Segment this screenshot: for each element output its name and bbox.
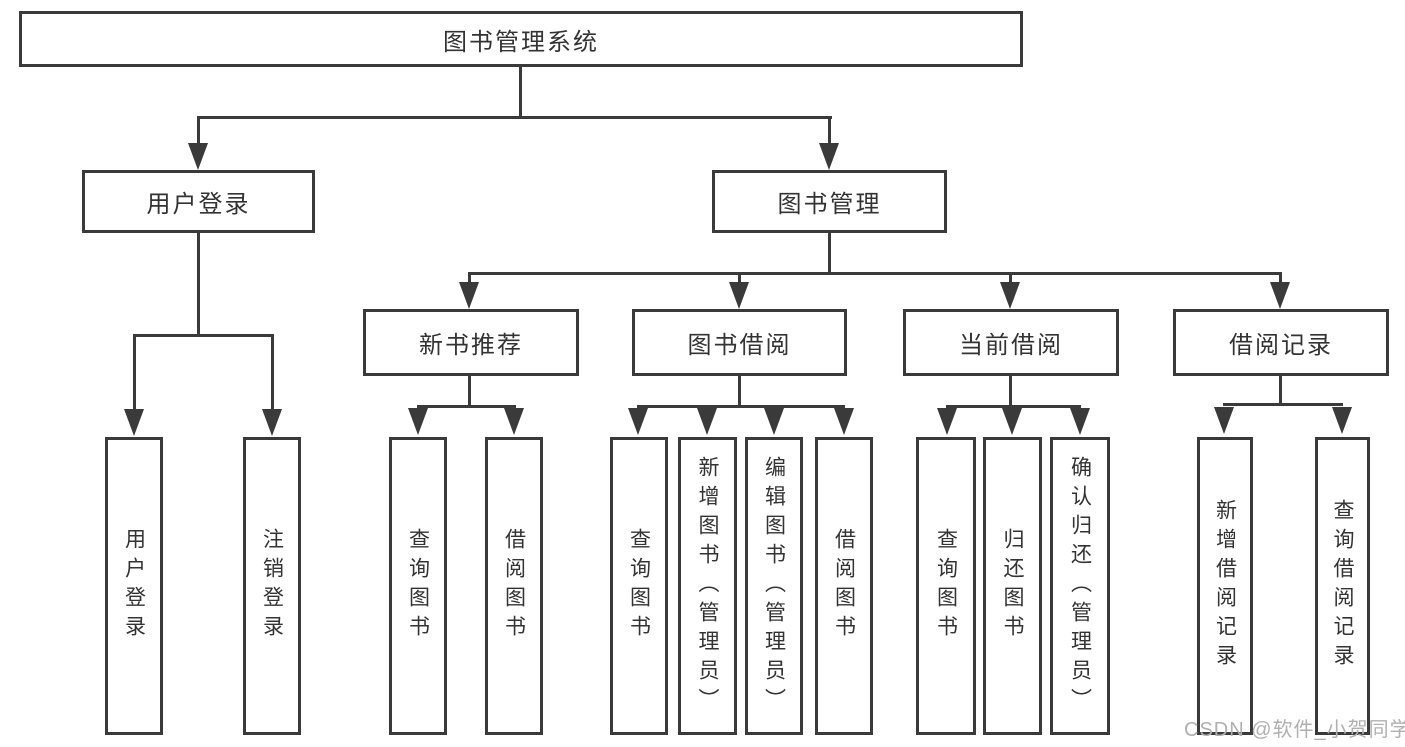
connector-user-login-bar [133, 334, 274, 337]
node-book-borrow: 图书借阅 [632, 309, 847, 376]
node-new-book-label: 新书推荐 [419, 332, 523, 359]
connector-borrow-record-bar [1223, 403, 1343, 406]
leaf-currentborrow-query: 查询图书 [916, 437, 976, 735]
arrowhead-current-borrow [1000, 282, 1020, 309]
arrowhead-bb-edit [764, 408, 784, 435]
leaf-bookborrow-borrow: 借阅图书 [815, 437, 873, 735]
arrowhead-leaf-login [124, 409, 144, 436]
arrowhead-cb-return [1002, 408, 1022, 435]
leaf-newbook-borrow-label: 借阅图书 [502, 528, 526, 644]
leaf-bookborrow-add: 新增图书（管理员） [678, 437, 737, 735]
leaf-record-add-label: 新增借阅记录 [1213, 499, 1237, 673]
arrowhead-br-query [1332, 407, 1352, 434]
connector-drop-current-borrow [1009, 274, 1012, 284]
connector-root-stem [519, 67, 522, 117]
leaf-currentborrow-return-label: 归还图书 [1001, 528, 1024, 644]
connector-book-mgmt-bar [468, 272, 1282, 275]
arrowhead-nb-query [408, 408, 428, 435]
leaf-bookborrow-edit: 编辑图书（管理员） [745, 437, 803, 735]
node-book-mgmt-label: 图书管理 [777, 191, 882, 218]
leaf-currentborrow-confirm: 确认归还（管理员） [1050, 437, 1110, 735]
node-borrow-record-label: 借阅记录 [1229, 332, 1333, 359]
leaf-bookborrow-query: 查询图书 [610, 437, 668, 735]
connector-book-borrow-bar [637, 405, 845, 408]
node-book-borrow-label: 图书借阅 [687, 332, 792, 359]
leaf-user-login: 用户登录 [105, 437, 163, 735]
connector-drop-leaf-login [133, 336, 136, 410]
node-root-label: 图书管理系统 [443, 28, 599, 56]
leaf-newbook-borrow: 借阅图书 [485, 437, 543, 735]
connector-root-bar [197, 116, 832, 119]
connector-drop-borrow-record [1279, 274, 1282, 284]
leaf-logout-label: 注销登录 [260, 528, 284, 644]
arrowhead-borrow-record [1270, 282, 1290, 309]
arrowhead-bb-query [628, 408, 648, 435]
node-user-login-label: 用户登录 [146, 191, 251, 218]
leaf-currentborrow-return: 归还图书 [983, 437, 1042, 735]
csdn-watermark: CSDN @软件_小贺同学 [1184, 719, 1405, 741]
node-user-login: 用户登录 [82, 170, 315, 233]
arrowhead-nb-borrow [504, 408, 524, 435]
leaf-currentborrow-confirm-label: 确认归还（管理员） [1068, 455, 1092, 717]
arrowhead-br-add [1214, 407, 1234, 434]
leaf-bookborrow-edit-label: 编辑图书（管理员） [762, 455, 786, 717]
arrowhead-bb-add [697, 408, 717, 435]
arrowhead-leaf-logout [262, 409, 282, 436]
connector-book-mgmt-stem [828, 233, 831, 274]
arrowhead-cb-confirm [1070, 408, 1090, 435]
connector-user-login-stem [197, 233, 200, 336]
leaf-record-add: 新增借阅记录 [1197, 437, 1253, 735]
arrowhead-user-login [188, 143, 208, 170]
node-current-borrow-label: 当前借阅 [959, 332, 1063, 359]
leaf-bookborrow-borrow-label: 借阅图书 [832, 528, 856, 644]
connector-drop-book-mgmt [828, 118, 831, 146]
connector-drop-user-login [197, 118, 200, 146]
connector-drop-leaf-logout [271, 336, 274, 410]
leaf-record-query-label: 查询借阅记录 [1331, 499, 1354, 673]
node-new-book: 新书推荐 [363, 309, 579, 376]
arrowhead-new-book [459, 282, 479, 309]
leaf-newbook-query-label: 查询图书 [406, 528, 430, 644]
leaf-record-query: 查询借阅记录 [1315, 437, 1370, 735]
arrowhead-book-mgmt [819, 143, 839, 170]
leaf-bookborrow-add-label: 新增图书（管理员） [696, 455, 719, 717]
connector-drop-book-borrow [738, 274, 741, 284]
arrowhead-cb-query [937, 408, 957, 435]
connector-current-borrow-stem [1009, 376, 1012, 407]
connector-new-book-bar [417, 405, 516, 408]
leaf-bookborrow-query-label: 查询图书 [627, 528, 651, 644]
node-current-borrow: 当前借阅 [903, 309, 1119, 376]
connector-drop-new-book [468, 274, 471, 284]
connector-current-borrow-bar [946, 405, 1081, 408]
arrowhead-bb-borrow [834, 408, 854, 435]
arrowhead-book-borrow [729, 282, 749, 309]
node-book-mgmt: 图书管理 [712, 170, 947, 233]
connector-book-borrow-stem [738, 376, 741, 407]
leaf-user-login-label: 用户登录 [122, 528, 146, 644]
leaf-currentborrow-query-label: 查询图书 [934, 528, 958, 644]
node-root: 图书管理系统 [19, 11, 1023, 67]
node-borrow-record: 借阅记录 [1173, 309, 1389, 376]
leaf-logout: 注销登录 [243, 437, 301, 735]
leaf-newbook-query: 查询图书 [389, 437, 447, 735]
connector-borrow-record-stem [1279, 376, 1282, 405]
connector-new-book-stem [468, 376, 471, 407]
